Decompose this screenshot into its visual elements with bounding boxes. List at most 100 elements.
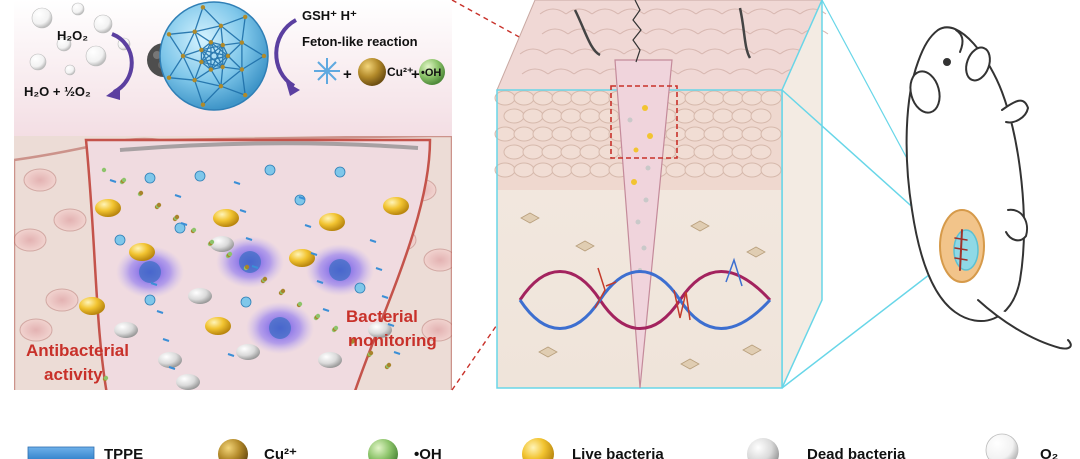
tppe-fragment (239, 209, 247, 213)
skin-cross-section (494, 0, 829, 389)
hydroxyl-radical-icon (419, 59, 445, 85)
epidermis-cell (741, 126, 763, 142)
epidermis-cell (503, 144, 525, 160)
antibacterial-activity-label-2: activity (44, 365, 103, 384)
nanozyme-particle (240, 296, 252, 308)
antibacterial-activity-label-1: Antibacterial (26, 341, 129, 360)
dead-bacterium (236, 344, 260, 360)
epidermis-cell (693, 108, 715, 124)
fenton-arrowhead (286, 82, 300, 96)
surface-scale (645, 28, 673, 35)
epidermis-cell (684, 90, 706, 106)
epidermis-cell (532, 162, 554, 178)
fibroblast (690, 220, 710, 232)
epidermis-cell (760, 162, 782, 178)
epidermis-cell (579, 144, 601, 160)
dead-bacterium (368, 322, 392, 338)
fluorescent-cluster (239, 251, 261, 273)
decomposition-arrow (111, 32, 134, 94)
legend: TPPE Cu²⁺ •OH Live bacteria Dead bacteri… (27, 433, 1058, 459)
ion-dot (121, 177, 127, 183)
epidermis-cell (703, 90, 725, 106)
ion-dot (174, 214, 180, 220)
surface-scale (573, 68, 601, 75)
legend-label-o2: O₂ (1040, 446, 1058, 459)
epidermis-cell (760, 90, 782, 106)
live-bacterium (289, 249, 315, 267)
epidermis-cell (513, 90, 535, 106)
epidermis-cell (570, 90, 592, 106)
surface-scale (675, 48, 703, 55)
tissue-cell (421, 318, 452, 342)
live-bacterium (383, 197, 409, 215)
epidermis-cell (541, 144, 563, 160)
dead-bacterium (188, 288, 212, 304)
tppe-fragment (251, 265, 259, 269)
surface-scale (749, 28, 777, 35)
epidermis-cell (494, 162, 516, 178)
tppe-fragment (156, 310, 164, 314)
h2o-o2-label: H₂O + ½O₂ (24, 84, 91, 99)
nanozyme-particle (114, 234, 126, 246)
epidermis-cell (570, 162, 592, 178)
surface-scale (721, 8, 749, 15)
legend-label-oh: •OH (414, 446, 442, 459)
epidermis-cell (560, 144, 582, 160)
ion-dot (280, 288, 286, 294)
tppe-fragment (304, 224, 312, 228)
legend-label-tppe: TPPE (104, 446, 143, 459)
tppe-fragment-icon (314, 58, 340, 84)
tissue-cell (423, 248, 452, 272)
fibroblast (746, 246, 766, 258)
surface-scale (723, 28, 751, 35)
epidermis-cell (684, 126, 706, 142)
fibroblast (575, 240, 595, 252)
surface-scale (747, 8, 775, 15)
fenton-label: Feton-like reaction (302, 34, 418, 49)
surface-scale (669, 8, 697, 15)
ion-dot (209, 239, 215, 245)
live-bacteria-icon (522, 438, 554, 459)
oxygen-bubble-icon (985, 433, 1019, 459)
tissue-cell (53, 208, 87, 232)
nanozyme-sphere-icon (147, 1, 269, 111)
ion-dot (315, 313, 321, 319)
epidermis-cell (598, 108, 620, 124)
zoom-line-mouse-bottom (781, 267, 939, 389)
ion-dot (262, 276, 268, 282)
nanozyme-particle (354, 282, 366, 294)
fluorescent-cluster (269, 317, 291, 339)
tppe-icon (27, 446, 95, 459)
surface-scale (701, 48, 729, 55)
epidermis-cell (712, 144, 734, 160)
tissue-cell (45, 288, 79, 312)
tppe-fragment (316, 280, 324, 284)
ion-dot (227, 251, 233, 257)
tppe-fragment (227, 353, 235, 357)
bacterial-monitoring-label-1: Bacterial (346, 307, 418, 326)
epidermis-cell (750, 144, 772, 160)
fibroblast (680, 358, 700, 370)
epidermis-cell (731, 108, 753, 124)
ion-dot (244, 264, 250, 270)
tissue-cell (14, 228, 47, 252)
surface-scale (521, 68, 549, 75)
surface-scale (597, 48, 625, 55)
gsh-label: GSH⁺ H⁺ (302, 8, 357, 23)
surface-scale (649, 48, 677, 55)
tppe-fragment (168, 366, 176, 370)
surface-scale (775, 28, 803, 35)
tppe-fragment (393, 351, 401, 355)
fluorescent-cluster (329, 259, 351, 281)
tppe-fragment (162, 338, 170, 342)
surface-scale (753, 48, 781, 55)
surface-scale (623, 48, 651, 55)
oxygen-bubbles (29, 2, 131, 76)
surface-scale (727, 48, 755, 55)
tppe-fragment (150, 282, 158, 286)
tppe-fragment (387, 323, 395, 327)
epidermis-cell (712, 108, 734, 124)
epidermis-cell (741, 162, 763, 178)
surface-scale (773, 8, 801, 15)
